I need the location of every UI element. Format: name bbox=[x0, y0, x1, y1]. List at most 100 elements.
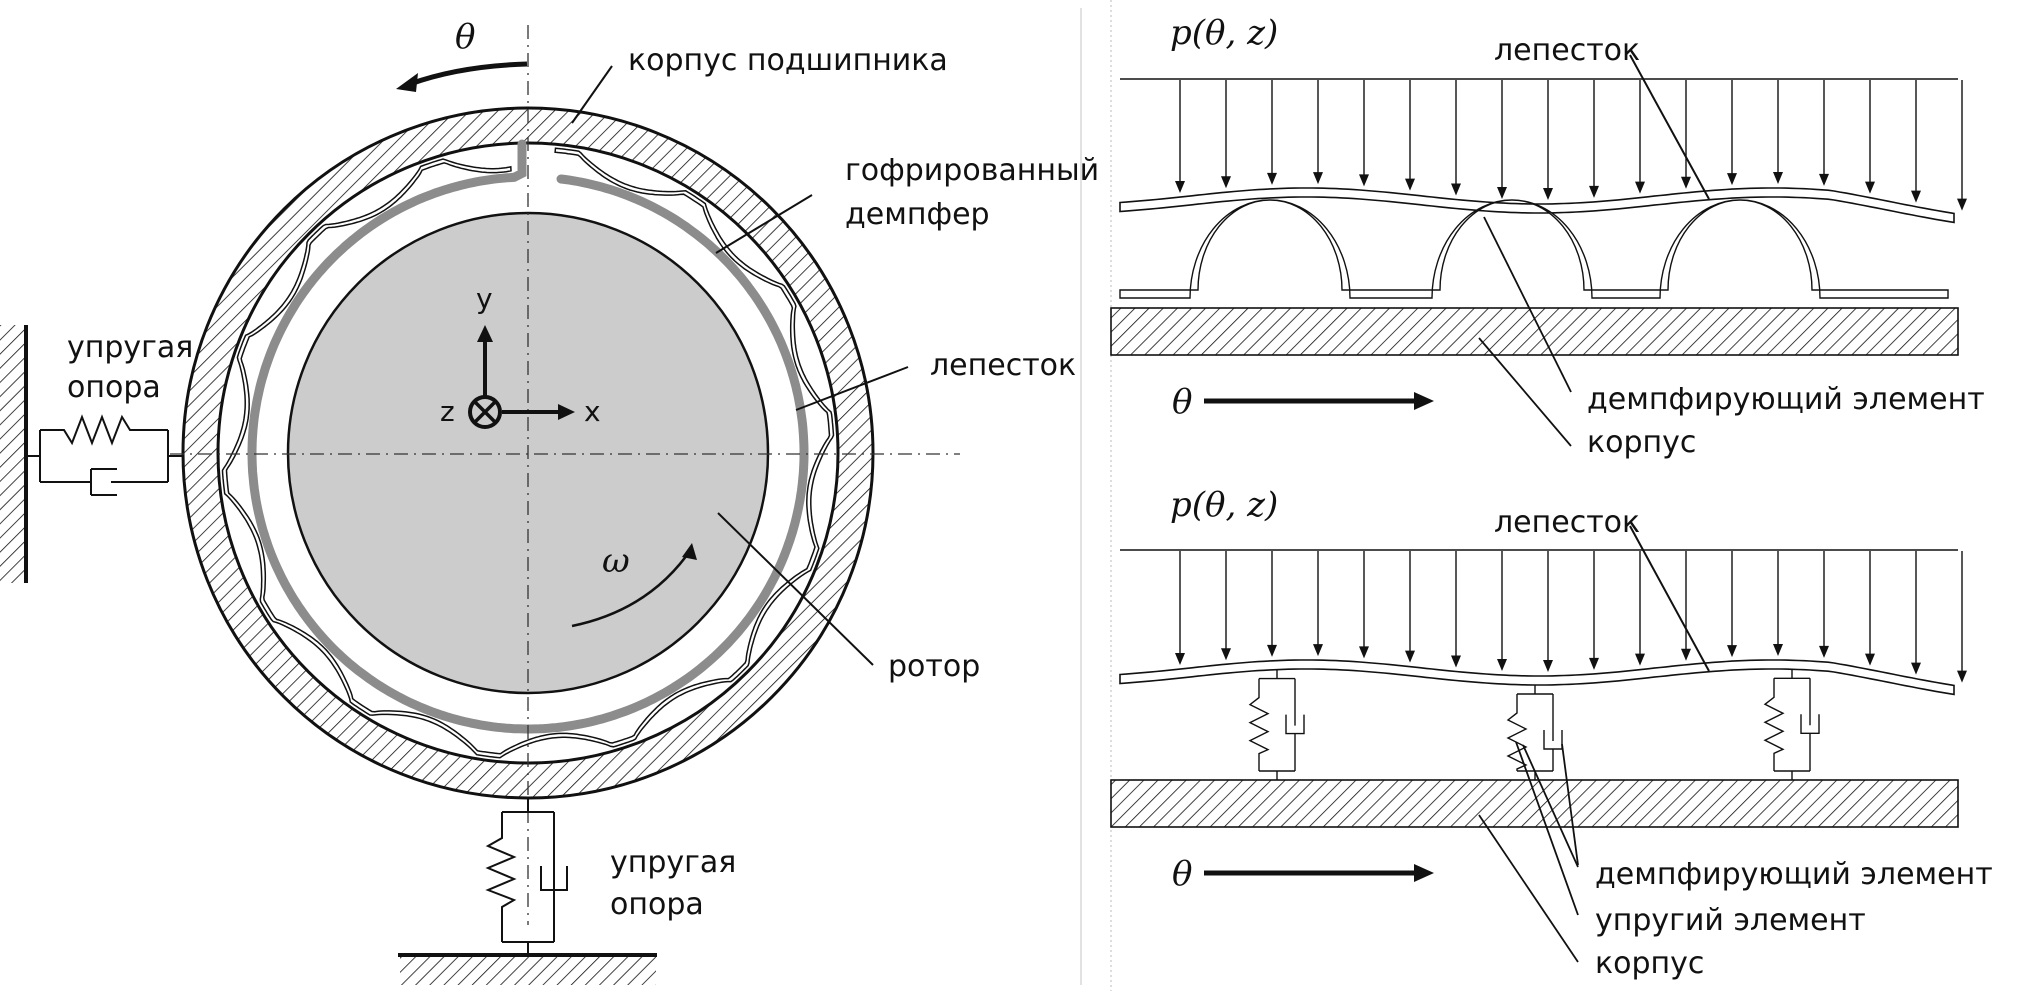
top-foil bbox=[247, 139, 809, 734]
bottom-support-label-line1: упругая bbox=[610, 845, 736, 880]
pressure-arrow-head bbox=[1773, 644, 1783, 657]
pressure-arrow-head bbox=[1727, 173, 1737, 186]
ground-hatch bbox=[400, 957, 656, 985]
z-axis-cross bbox=[473, 400, 497, 424]
bearing-housing bbox=[181, 106, 875, 800]
top-foil-label: лепесток bbox=[1494, 505, 1640, 540]
bottom-elastic-support: упругая опора bbox=[398, 798, 736, 985]
pressure-arrow-head bbox=[1635, 181, 1645, 194]
pressure-arrow-head bbox=[1911, 662, 1921, 675]
left-spring-icon bbox=[26, 414, 182, 482]
omega-label: ω bbox=[602, 541, 630, 581]
housing-leader bbox=[1478, 814, 1579, 963]
pressure-arrow-head bbox=[1359, 174, 1369, 187]
pressure-arrow-head bbox=[1635, 653, 1645, 666]
pressure-label: p(θ, z) bbox=[1170, 485, 1278, 525]
z-axis-into-page-icon bbox=[468, 395, 502, 429]
pressure-arrow-head bbox=[1589, 657, 1599, 670]
damping-element-label: демпфирующий элемент bbox=[1587, 382, 1985, 417]
pressure-arrow-head bbox=[1175, 181, 1185, 194]
corrugated-damper-label-line2: демпфер bbox=[845, 197, 990, 232]
elastic-element-leader bbox=[1515, 741, 1579, 916]
housing-bar bbox=[1110, 307, 1959, 356]
bump-foil-schematic: p(θ, z) θ лепесток демпфирующий элемент … bbox=[1110, 13, 1985, 460]
theta-label: θ bbox=[455, 17, 475, 57]
pressure-arrow-head bbox=[1451, 655, 1461, 668]
left-wall-hatch bbox=[0, 325, 26, 583]
pressure-arrow-head bbox=[1819, 645, 1829, 658]
rotor-label: ротор bbox=[888, 649, 980, 684]
pressure-arrow-head bbox=[1221, 176, 1231, 189]
omega-rotation-arrow bbox=[571, 547, 694, 628]
spring-damper-schematic: p(θ, z) θ лепесток демпфирующий элемент … bbox=[1110, 485, 1993, 981]
z-axis-label: z bbox=[440, 395, 455, 428]
pressure-arrow-head bbox=[1175, 653, 1185, 666]
x-axis-label: x bbox=[584, 395, 601, 428]
y-axis-label: y bbox=[476, 282, 493, 315]
housing-leader bbox=[571, 65, 613, 124]
damping-element-label: демпфирующий элемент bbox=[1595, 857, 1993, 892]
pressure-arrow-head bbox=[1727, 645, 1737, 658]
pressure-arrow-head bbox=[1267, 644, 1277, 657]
pressure-arrow-head bbox=[1543, 187, 1553, 200]
corrugated-damper-leader bbox=[715, 194, 813, 254]
pressure-arrow-head bbox=[1497, 187, 1507, 200]
housing-label: корпус bbox=[1595, 946, 1704, 981]
pressure-arrow-head bbox=[1589, 185, 1599, 198]
pressure-arrow-head bbox=[1405, 178, 1415, 191]
pressure-arrow-head bbox=[1819, 173, 1829, 186]
pressure-arrow-head bbox=[1267, 172, 1277, 185]
pressure-arrow-head bbox=[1681, 648, 1691, 661]
housing-leader bbox=[1478, 337, 1572, 447]
top-foil-leader bbox=[1629, 525, 1710, 672]
pressure-arrows bbox=[1175, 80, 1967, 211]
corrugated-damper-label-line1: гофрированный bbox=[845, 153, 1099, 188]
y-axis-arrow-head bbox=[477, 325, 493, 342]
pressure-arrow-head bbox=[1497, 659, 1507, 672]
pressure-arrow-head bbox=[1543, 659, 1553, 672]
housing-label: корпус подшипника bbox=[628, 43, 948, 78]
theta-arrow-head bbox=[396, 73, 418, 92]
bottom-damper-icon bbox=[540, 866, 568, 912]
theta-direction-arrow-head bbox=[1414, 864, 1434, 882]
omega-arrow-head bbox=[682, 543, 697, 560]
rotor-leader bbox=[717, 512, 874, 666]
spring-damper-element bbox=[1763, 669, 1820, 780]
pressure-arrow-head bbox=[1911, 190, 1921, 203]
elastic-element-label: упругий элемент bbox=[1595, 903, 1866, 938]
theta-label: θ bbox=[1172, 382, 1192, 422]
top-foil-label: лепесток bbox=[930, 348, 1076, 383]
housing-bar bbox=[1110, 779, 1959, 828]
damping-element-leader bbox=[1561, 743, 1579, 866]
pressure-arrow-head bbox=[1773, 172, 1783, 185]
pressure-arrow-head bbox=[1957, 670, 1967, 683]
pressure-arrow-head bbox=[1865, 181, 1875, 194]
pressure-arrow-head bbox=[1313, 172, 1323, 185]
pressure-arrows bbox=[1175, 551, 1967, 683]
bottom-support-label-line2: опора bbox=[610, 887, 704, 922]
bottom-spring-icon bbox=[485, 798, 555, 955]
top-foil-leader bbox=[795, 366, 909, 411]
left-damper-icon bbox=[40, 468, 168, 496]
left-support-label-line1: упругая bbox=[67, 330, 193, 365]
pressure-arrow-head bbox=[1221, 648, 1231, 661]
pressure-arrow-head bbox=[1359, 646, 1369, 659]
spring-damper-element bbox=[1506, 684, 1563, 780]
left-elastic-support: упругая опора bbox=[0, 325, 193, 583]
spring-damper-elements bbox=[1248, 669, 1820, 780]
pressure-label: p(θ, z) bbox=[1170, 13, 1278, 53]
top-foil-leader bbox=[1629, 54, 1710, 200]
top-foil bbox=[1119, 659, 1955, 696]
theta-label: θ bbox=[1172, 854, 1192, 894]
left-support-label-line2: опора bbox=[67, 370, 161, 405]
top-foil-label: лепесток bbox=[1494, 33, 1640, 68]
housing-label: корпус bbox=[1587, 425, 1696, 460]
pressure-arrow-head bbox=[1957, 198, 1967, 211]
theta-rotation-arrow bbox=[409, 61, 528, 87]
spring-damper-element bbox=[1248, 669, 1305, 780]
bearing-cross-section: θ ω y x z корпус подшипника гофрированны… bbox=[0, 17, 1099, 985]
damping-element-leader bbox=[1522, 744, 1579, 868]
corrugated-damper bbox=[221, 147, 835, 759]
pressure-arrow-head bbox=[1405, 650, 1415, 663]
